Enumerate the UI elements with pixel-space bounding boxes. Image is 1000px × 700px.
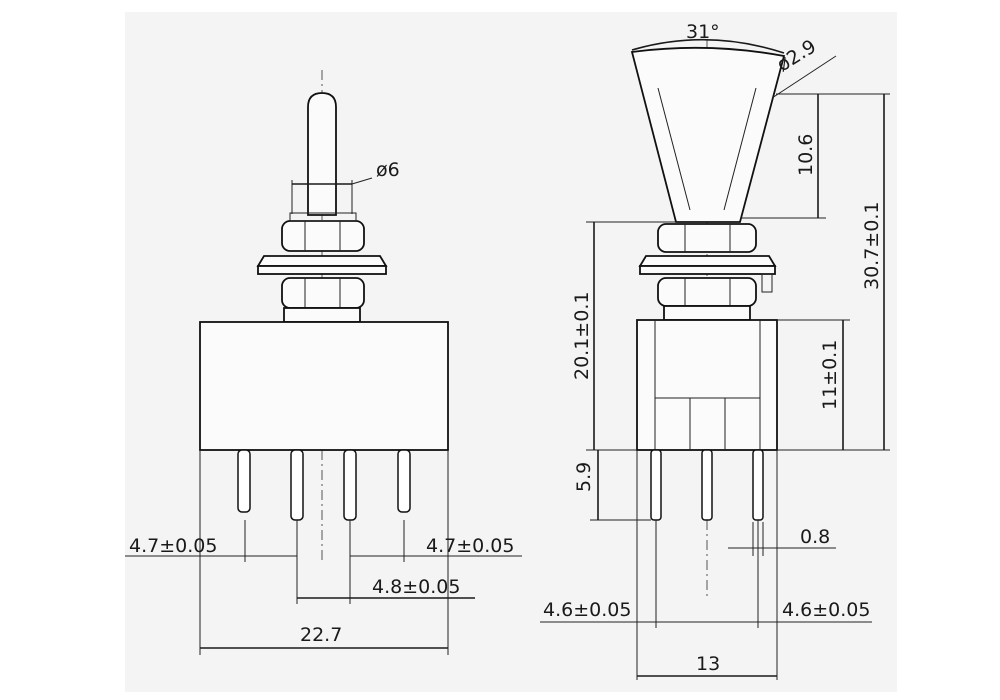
right-lever bbox=[630, 46, 786, 223]
right-bushing-height-label: 20.1±0.1 bbox=[571, 292, 593, 380]
left-width-label: 22.7 bbox=[300, 624, 342, 646]
left-pitch-left-label: 4.7±0.05 bbox=[129, 535, 217, 557]
right-lever-detail bbox=[657, 87, 757, 211]
right-angle-arc bbox=[631, 38, 785, 54]
left-diameter-label: ø6 bbox=[376, 159, 400, 181]
left-upper-nut bbox=[281, 220, 365, 252]
left-pin-3 bbox=[343, 449, 357, 521]
right-width-label: 13 bbox=[696, 653, 720, 675]
left-view: ø6 4.7±0.05 4.7±0.05 4.8±0.05 22.7 bbox=[125, 70, 522, 655]
right-lever-height-label: 10.6 bbox=[795, 134, 817, 176]
left-lock-plate-base bbox=[257, 265, 387, 275]
left-pin-4 bbox=[397, 449, 411, 513]
left-diameter-leader bbox=[351, 177, 373, 185]
left-lock-plate bbox=[256, 255, 388, 267]
left-lever bbox=[307, 92, 337, 216]
left-pin-1 bbox=[237, 449, 251, 513]
right-upper-nut bbox=[657, 223, 757, 253]
right-view: 31° ø2.9 10.6 bbox=[540, 21, 890, 680]
right-lock-plate bbox=[638, 255, 777, 267]
right-lock-plate-base bbox=[639, 265, 776, 275]
right-lock-tab bbox=[761, 273, 773, 293]
left-pin-2 bbox=[290, 449, 304, 521]
right-pin-length-label: 5.9 bbox=[573, 462, 595, 492]
left-housing bbox=[199, 321, 449, 451]
right-bushing-base bbox=[663, 305, 751, 321]
right-lower-nut bbox=[657, 277, 757, 307]
right-pitch-left-label: 4.6±0.05 bbox=[543, 599, 631, 621]
left-pitch-center-label: 4.8±0.05 bbox=[372, 576, 460, 598]
right-tip-leader bbox=[771, 55, 837, 99]
right-pitch-right-label: 4.6±0.05 bbox=[782, 599, 870, 621]
right-housing bbox=[636, 319, 778, 451]
right-angle-label: 31° bbox=[686, 21, 720, 43]
right-pin-1 bbox=[650, 449, 662, 521]
left-pitch-right-label: 4.7±0.05 bbox=[426, 535, 514, 557]
right-pin-width-label: 0.8 bbox=[800, 526, 830, 548]
left-bushing-base bbox=[283, 307, 361, 323]
left-nut-washer bbox=[289, 212, 357, 222]
right-pin-2 bbox=[701, 449, 713, 521]
right-pin-3 bbox=[752, 449, 764, 521]
left-lower-nut bbox=[281, 277, 365, 309]
right-body-height-label: 11±0.1 bbox=[819, 340, 841, 410]
right-total-height-label: 30.7±0.1 bbox=[861, 202, 883, 290]
